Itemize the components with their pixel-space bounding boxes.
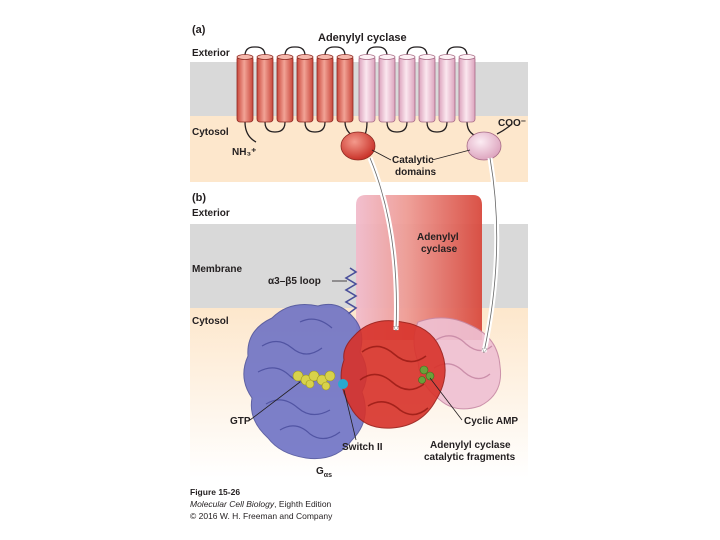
extracellular-loops [244,46,468,57]
c-terminus-label: COO⁻ [498,118,526,129]
helix-4 [296,54,314,123]
g-subscript: αs [324,472,332,479]
helix-2 [256,54,274,123]
helix-10 [418,54,436,123]
cytosol-label-b: Cytosol [192,316,229,327]
loop-label: α3–β5 loop [268,276,321,287]
panel-b-letter: (b) [192,192,206,204]
catalytic-pointer-1 [371,149,392,161]
fragments-label-1: Adenylyl cyclase [430,440,511,451]
membrane-label-b: Membrane [192,264,242,275]
cyclic-amp-pointer [429,377,463,421]
helix-9 [398,54,416,123]
gtp-molecule [292,370,336,391]
ac-label-1: Adenylyl [417,232,459,243]
switch-ii-marker [338,379,348,389]
g-alpha-s-label: Gαs [316,466,332,479]
helix-6 [336,54,354,123]
transmembrane-helices-pink [358,54,476,123]
exterior-label-b: Exterior [192,208,230,219]
panel-a-letter: (a) [192,24,206,36]
figure-number: Figure 15-26 [190,487,241,497]
c1-catalytic-fragment [340,320,446,429]
switch-ii-label: Switch II [342,442,383,453]
alpha3-beta5-loop [344,267,358,315]
helix-3 [276,54,294,123]
book-title: Molecular Cell Biology [190,499,275,509]
catalytic-domain-c2 [466,131,502,161]
helix-5 [316,54,334,123]
helix-8 [378,54,396,123]
fragments-label-2: catalytic fragments [424,452,516,463]
gtp-pointer [249,381,301,421]
transmembrane-helices-red [236,54,354,123]
c1-ribbon-texture [359,345,429,416]
catalytic-label-2: domains [395,167,437,178]
n-terminus-label: NH₃⁺ [232,147,256,158]
gtp-label: GTP [230,416,251,427]
exterior-label-a: Exterior [192,48,230,59]
catalytic-domain-c1 [340,131,376,161]
cytosol-label-a: Cytosol [192,127,229,138]
helix-11 [438,54,456,123]
g-label: G [316,466,324,477]
catalytic-label-1: Catalytic [392,155,434,166]
cyclic-amp-molecule [418,365,435,384]
panel-b: (b) Exterior Membrane Cytosol Adenylyl c… [190,157,528,479]
cyclic-amp-label: Cyclic AMP [464,416,518,427]
catalytic-pointer-2 [431,149,471,161]
book-citation: Molecular Cell Biology, Eighth Edition [190,499,331,509]
ac-label-2: cyclase [421,244,458,255]
switch-ii-pointer [343,389,357,441]
adenylyl-cyclase-body [356,195,482,340]
book-edition: , Eighth Edition [274,499,332,509]
helix-7 [358,54,376,123]
helix-1 [236,54,254,123]
panel-a: (a) Adenylyl cyclase Exterior Cytosol [190,24,528,182]
helix-12 [458,54,476,123]
adenylyl-cyclase-title: Adenylyl cyclase [318,32,407,44]
copyright-line: © 2016 W. H. Freeman and Company [190,511,333,521]
